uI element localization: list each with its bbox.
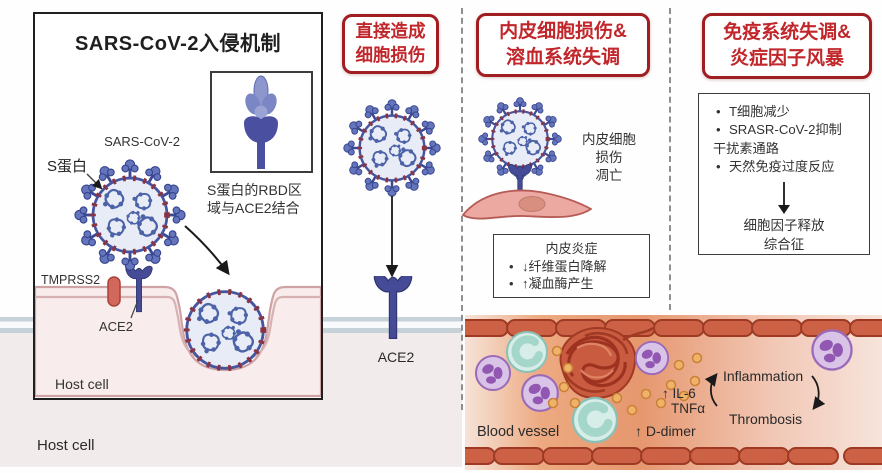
cycle-arrow-down <box>811 375 826 410</box>
info-bullet-wrap: 干扰素通路 <box>713 140 779 156</box>
virus-label: SARS-CoV-2 <box>104 134 180 149</box>
rbd-ace2-binding-icon <box>244 75 278 169</box>
vessel-wall-bottom <box>465 447 882 465</box>
endocytosed-virus-icon <box>187 292 264 369</box>
endothelial-cell-icon <box>462 189 592 220</box>
down-arrow-icon-immune <box>778 181 790 214</box>
thrombosis-label: Thrombosis <box>729 411 803 427</box>
heading-direct-damage: 直接造成 细胞损伤 <box>342 14 439 74</box>
heading-immune: 免疫系统失调& 炎症因子风暴 <box>702 13 872 79</box>
leukocyte-icon <box>811 329 853 371</box>
leukocyte-icon <box>634 340 670 376</box>
endocytosis-arrow <box>184 225 230 276</box>
immune-info-box: T细胞减少 SRASR-CoV-2抑制 干扰素通路 天然免疫过度反应 细胞因子释… <box>698 93 870 255</box>
sars-cov-2-virus-icon <box>75 160 185 270</box>
tnfa-label: TNFα <box>671 401 706 416</box>
ace2-pointer <box>130 299 139 319</box>
divider-2 <box>669 8 671 310</box>
info-bullet: ↑凝血酶产生 <box>500 275 643 293</box>
panel-title: SARS-CoV-2入侵机制 <box>75 33 281 55</box>
info-bullet: ↓纤维蛋白降解 <box>500 258 643 276</box>
ace2-receptor-icon-direct <box>373 276 413 339</box>
s-protein-pointer <box>86 173 103 190</box>
il6-label: ↑ IL-6 <box>662 386 696 401</box>
thrombus-clot-icon <box>559 326 654 400</box>
cytokine-result: 细胞因子释放 综合征 <box>743 217 825 252</box>
tmprss2-label: TMPRSS2 <box>41 273 101 287</box>
outer-host-cell-label: Host cell <box>37 437 95 454</box>
rbd-inset-caption: S蛋白的RBD区 域与ACE2结合 <box>207 182 302 217</box>
invasion-diagram-art <box>35 71 321 398</box>
info-bullet: 天然免疫过度反应 <box>707 158 861 177</box>
ace2-label: ACE2 <box>99 319 133 334</box>
cycle-arrow-up <box>704 373 718 407</box>
info-title: 内皮炎症 <box>545 241 598 256</box>
inflammation-label: Inflammation <box>723 368 804 384</box>
divider-1 <box>461 8 463 410</box>
leukocyte-icon <box>475 355 511 391</box>
blood-vessel-illustration: Blood vessel ↑ D-dimer ↑ IL-6 TNFα Infla… <box>465 315 882 470</box>
info-bullet: T细胞减少 <box>707 103 861 122</box>
tmprss2-protein <box>107 276 121 307</box>
heading-endothelial: 内皮细胞损伤& 溶血系统失调 <box>476 13 650 77</box>
blood-vessel-label: Blood vessel <box>477 424 560 440</box>
s-protein-label: S蛋白 <box>47 158 88 175</box>
virus-icon-direct <box>342 98 442 198</box>
info-bullet: SRASR-CoV-2抑制 <box>707 121 861 140</box>
monocyte-icon <box>507 332 547 372</box>
d-dimer-label: ↑ D-dimer <box>635 423 696 439</box>
endothelial-info-box: 内皮炎症 ↓纤维蛋白降解 ↑凝血酶产生 <box>493 234 650 298</box>
endothelial-caption: 内皮细胞 损伤 凋亡 <box>582 132 636 184</box>
blood-vessel-art <box>465 315 882 470</box>
host-cell-label: Host cell <box>55 376 109 392</box>
invasion-mechanism-panel: SARS-CoV-2入侵机制 SARS-CoV-2 S蛋白 TMPRSS2 AC… <box>33 12 323 400</box>
ace2-label-direct: ACE2 <box>377 349 415 365</box>
down-arrow-icon-direct <box>385 196 399 278</box>
